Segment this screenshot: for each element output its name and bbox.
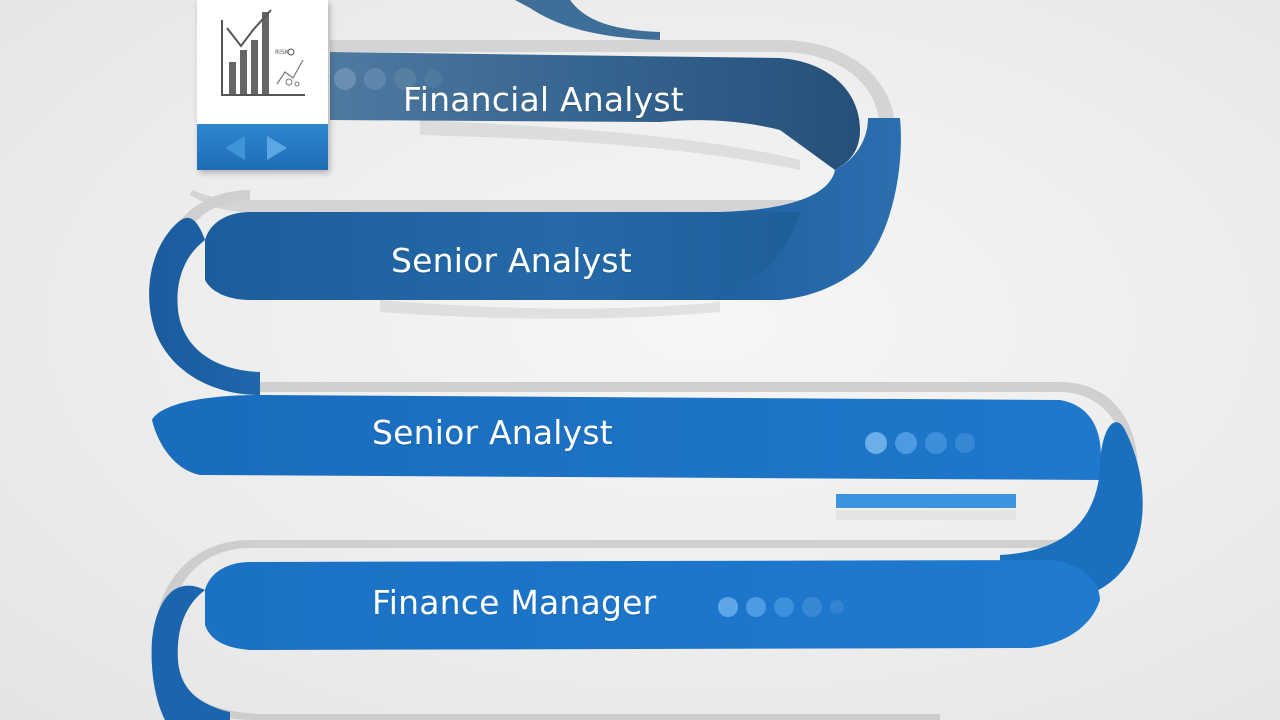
arrow-right-icon[interactable] — [267, 136, 287, 160]
dot — [865, 432, 887, 454]
ribbon-curve-right-2 — [1000, 422, 1143, 602]
ribbon-curve-left-2 — [151, 585, 230, 720]
ribbon-band-2 — [205, 212, 800, 300]
dot — [718, 597, 738, 617]
dot — [955, 433, 975, 453]
step-label-senior-analyst-2: Senior Analyst — [372, 413, 613, 452]
step-label-finance-manager: Finance Manager — [372, 583, 657, 622]
shadow-1 — [420, 120, 800, 170]
dot — [394, 68, 416, 90]
dots-band-4 — [718, 597, 852, 617]
progress-bar-shadow — [836, 510, 1016, 520]
dot — [774, 597, 794, 617]
step-label-senior-analyst-1: Senior Analyst — [391, 241, 632, 280]
dot — [364, 68, 386, 90]
dot — [895, 432, 917, 454]
dots-band-1 — [334, 68, 450, 90]
growth-chart-icon: RISK — [221, 9, 305, 96]
dot — [925, 432, 947, 454]
dot — [802, 597, 822, 617]
ribbon-band-4 — [205, 560, 1100, 650]
ribbon-band-3 — [152, 395, 1101, 480]
dot — [334, 68, 356, 90]
svg-text:RISK: RISK — [275, 49, 290, 56]
progress-bar — [836, 494, 1016, 508]
dot — [424, 70, 442, 88]
card-nav-bar — [197, 124, 328, 170]
dot — [746, 597, 766, 617]
ribbon-tail — [515, 0, 660, 40]
shadow-2 — [380, 300, 720, 319]
ribbon-edge-1 — [190, 40, 895, 212]
ribbon-band-1 — [330, 52, 860, 170]
ribbon-curve-left-1 — [149, 217, 260, 395]
dot — [830, 600, 844, 614]
arrow-left-icon[interactable] — [225, 136, 245, 160]
chart-area: RISK — [197, 0, 328, 124]
step-label-financial-analyst: Financial Analyst — [403, 80, 684, 119]
dots-band-3 — [865, 432, 983, 454]
analyst-card: RISK — [197, 0, 328, 170]
